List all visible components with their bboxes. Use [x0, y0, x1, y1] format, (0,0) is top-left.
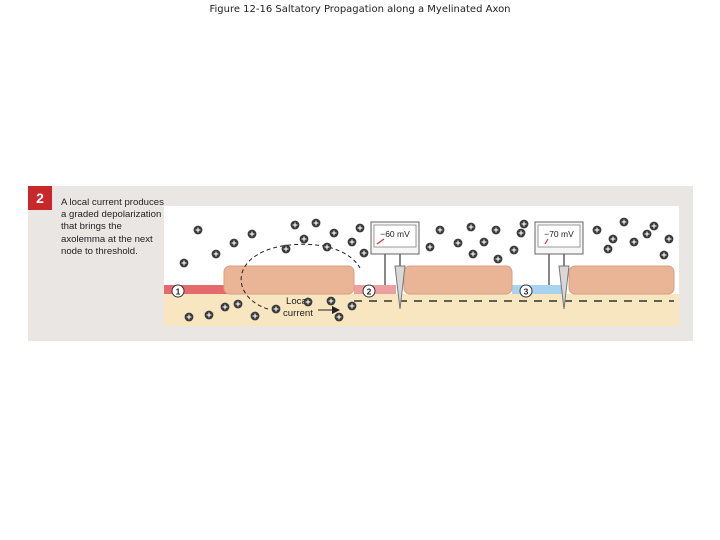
extracellular-positive-ions [179, 217, 674, 268]
node-1-marker [171, 284, 185, 298]
meter-needle-2 [544, 238, 549, 245]
positive-ion-icon [322, 242, 332, 252]
positive-ion-icon [425, 242, 435, 252]
voltmeter-2-reading: −70 mV [544, 229, 574, 239]
node-3-label: 3 [524, 287, 529, 297]
positive-ion-icon [233, 299, 243, 309]
positive-ion-icon [347, 237, 357, 247]
positive-ion-icon [299, 234, 309, 244]
positive-ion-icon [642, 229, 652, 239]
voltmeter-2: −70 mV [534, 221, 584, 310]
positive-ion-icon [659, 250, 669, 260]
positive-ion-icon [326, 296, 336, 306]
positive-ion-icon [281, 244, 291, 254]
node-2-label: 2 [367, 287, 372, 297]
positive-ion-icon [509, 245, 519, 255]
positive-ion-icon [466, 222, 476, 232]
voltmeter-1: −60 mV [370, 221, 420, 310]
node-2-marker [362, 284, 376, 298]
positive-ion-icon [329, 228, 339, 238]
node-3-marker [519, 284, 533, 298]
active-membrane-segment [164, 285, 254, 294]
positive-ion-icon [493, 254, 503, 264]
positive-ion-icon [290, 220, 300, 230]
positive-ion-icon [193, 225, 203, 235]
positive-ion-icon [204, 310, 214, 320]
local-current-label-line1: Local [286, 296, 309, 307]
myelin-sheath-3 [568, 265, 675, 295]
positive-ion-icon [608, 234, 618, 244]
positive-ion-icon [250, 311, 260, 321]
positive-ion-icon [179, 258, 189, 268]
local-current-loop [240, 243, 361, 310]
positive-ion-icon [435, 225, 445, 235]
positive-ion-icon [453, 238, 463, 248]
positive-ion-icon [649, 221, 659, 231]
positive-ion-icon [303, 297, 313, 307]
positive-ion-icon [334, 312, 344, 322]
positive-ion-icon [311, 218, 321, 228]
step-caption: A local current produces a graded depola… [61, 197, 164, 257]
step-panel: 2 A local current produces a graded depo… [28, 186, 693, 341]
meter-needle-1 [376, 238, 385, 245]
positive-ion-icon [220, 302, 230, 312]
positive-ion-icon [619, 217, 629, 227]
positive-ion-icon [603, 244, 613, 254]
myelin-sheath-2 [403, 265, 513, 295]
positive-ion-icon [347, 301, 357, 311]
positive-ion-icon [271, 304, 281, 314]
positive-ion-icon [211, 249, 221, 259]
positive-ion-icon [355, 223, 365, 233]
electrode-1 [394, 265, 406, 310]
positive-ion-icon [519, 219, 529, 229]
positive-ion-icon [592, 225, 602, 235]
electrode-2 [558, 265, 570, 310]
positive-ion-icon [491, 225, 501, 235]
positive-ion-icon [664, 234, 674, 244]
local-current-label-line2: current [283, 308, 313, 319]
positive-ion-icon [516, 228, 526, 238]
positive-ion-icon [629, 237, 639, 247]
step-badge: 2 [28, 186, 52, 210]
positive-ion-icon [184, 312, 194, 322]
positive-ion-icon [247, 229, 257, 239]
positive-ion-icon [479, 237, 489, 247]
intracellular-positive-ions [184, 296, 357, 322]
axon-svg: Local current 1 2 3 −60 mV [164, 206, 679, 326]
positive-ion-icon [359, 248, 369, 258]
positive-ion-icon [229, 238, 239, 248]
positive-ion-icon [468, 249, 478, 259]
voltmeter-1-reading: −60 mV [380, 229, 410, 239]
figure-title: Figure 12-16 Saltatory Propagation along… [209, 4, 511, 15]
axon-diagram: Local current 1 2 3 −60 mV [164, 206, 679, 326]
myelin-sheath-1 [223, 265, 355, 295]
node-1-label: 1 [176, 287, 181, 297]
resting-membrane-segment [512, 285, 564, 294]
